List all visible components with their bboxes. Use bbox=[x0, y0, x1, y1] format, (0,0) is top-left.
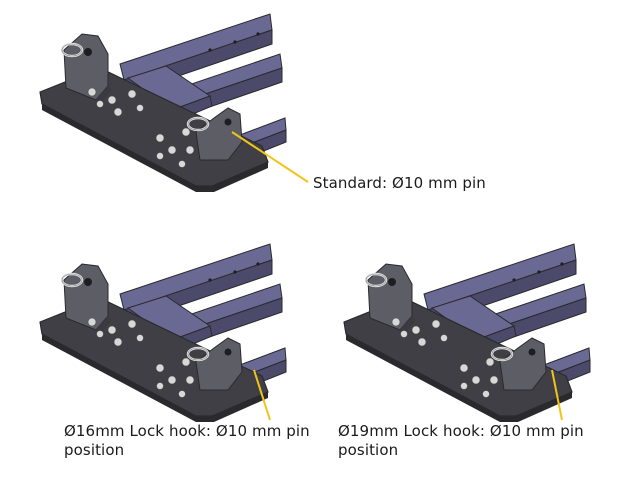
standard-hitch-assembly bbox=[38, 12, 288, 194]
lock16-pin-caption: Ø16mm Lock hook: Ø10 mm pin position bbox=[64, 422, 310, 459]
lock19-leader-line bbox=[551, 369, 563, 421]
lock19-hitch-assembly bbox=[342, 242, 592, 424]
lock19-pin-caption: Ø19mm Lock hook: Ø10 mm pin position bbox=[338, 422, 584, 459]
standard-leader-line bbox=[231, 131, 309, 183]
lock16-hitch-assembly bbox=[38, 242, 288, 424]
lock16-leader-line bbox=[253, 369, 271, 421]
standard-pin-caption: Standard: Ø10 mm pin bbox=[313, 174, 486, 192]
